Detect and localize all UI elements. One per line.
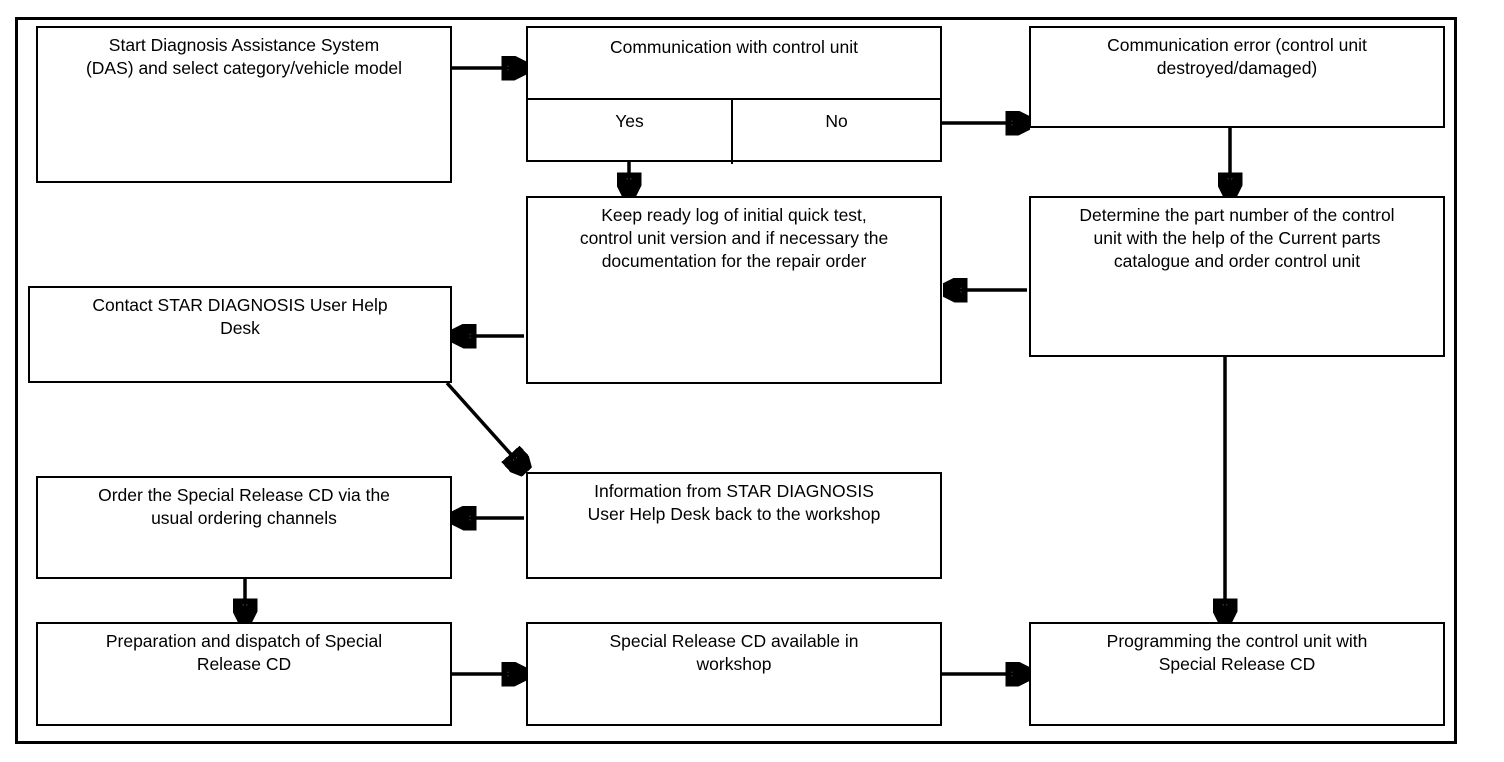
node-communication-no-cell[interactable]: No xyxy=(733,100,940,164)
node-order-cd[interactable]: Order the Special Release CD via the usu… xyxy=(36,476,452,579)
node-communication-no-label: No xyxy=(825,111,848,131)
node-comm-error-label: Communication error (control unit destro… xyxy=(1107,35,1367,78)
node-cd-available-label: Special Release CD available in workshop xyxy=(609,631,859,674)
node-programming[interactable]: Programming the control unit with Specia… xyxy=(1029,622,1445,726)
node-communication-decision[interactable]: Communication with control unit Yes No xyxy=(526,26,942,164)
node-info-back[interactable]: Information from STAR DIAGNOSIS User Hel… xyxy=(526,472,942,579)
node-start-label: Start Diagnosis Assistance System (DAS) … xyxy=(85,35,403,78)
node-contact-helpdesk[interactable]: Contact STAR DIAGNOSIS User Help Desk xyxy=(28,286,452,383)
node-order-cd-label: Order the Special Release CD via the usu… xyxy=(98,485,390,528)
node-prepare-dispatch[interactable]: Preparation and dispatch of Special Rele… xyxy=(36,622,452,726)
node-contact-helpdesk-label: Contact STAR DIAGNOSIS User Help Desk xyxy=(92,295,388,338)
node-info-back-label: Information from STAR DIAGNOSIS User Hel… xyxy=(587,481,881,524)
node-start[interactable]: Start Diagnosis Assistance System (DAS) … xyxy=(36,26,452,183)
node-communication-header: Communication with control unit xyxy=(528,28,940,100)
node-prepare-dispatch-label: Preparation and dispatch of Special Rele… xyxy=(105,631,383,674)
node-determine-part[interactable]: Determine the part number of the control… xyxy=(1029,196,1445,357)
node-communication-yes-cell[interactable]: Yes xyxy=(528,100,733,164)
node-communication-label: Communication with control unit xyxy=(609,37,859,57)
node-keep-ready-log[interactable]: Keep ready log of initial quick test, co… xyxy=(526,196,942,384)
node-comm-error[interactable]: Communication error (control unit destro… xyxy=(1029,26,1445,128)
node-programming-label: Programming the control unit with Specia… xyxy=(1106,631,1368,674)
node-communication-yes-label: Yes xyxy=(615,111,644,131)
node-determine-part-label: Determine the part number of the control… xyxy=(1079,205,1395,271)
node-keep-ready-log-label: Keep ready log of initial quick test, co… xyxy=(579,205,889,271)
diagram-outer-frame xyxy=(15,17,1457,744)
node-cd-available[interactable]: Special Release CD available in workshop xyxy=(526,622,942,726)
